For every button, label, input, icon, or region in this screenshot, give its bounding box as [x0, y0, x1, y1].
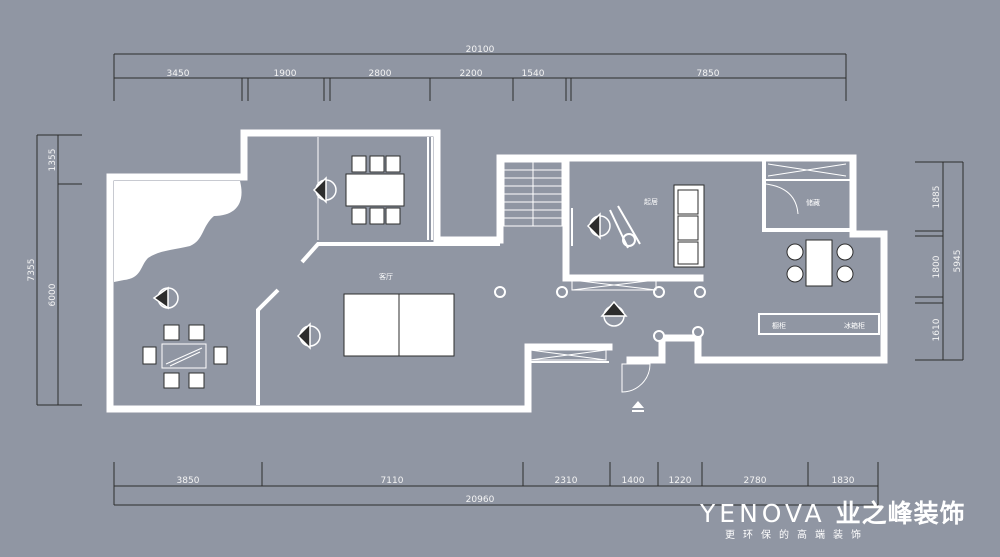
kitchen-dining-table: [786, 239, 854, 287]
top-dimension-2: 1900: [274, 69, 297, 79]
brand-slogan: 更环保的高端装饰: [725, 530, 869, 541]
bottom-dimension-4: 1400: [622, 476, 645, 486]
right-dimension-2: 1800: [932, 255, 942, 278]
kitchen-counter-label: 橱柜: [772, 321, 786, 330]
bottom-dimension-6: 2780: [744, 476, 767, 486]
garden-area: [114, 181, 242, 282]
tea-table-set: [142, 324, 228, 389]
sofa: [673, 184, 705, 268]
right-dimension-lines: [915, 161, 964, 361]
family-room-label: 起居: [644, 198, 658, 206]
view-marker-icons: [152, 176, 628, 350]
left-dimension-lines: [36, 134, 82, 406]
bottom-dimension-5: 1220: [669, 476, 692, 486]
staircase: [503, 161, 563, 227]
kitchen-appliance-label: 冰箱柜: [844, 321, 865, 330]
living-room-label: 客厅: [379, 272, 393, 281]
right-dimension-3: 1610: [932, 318, 942, 341]
right-dimension-1: 1885: [932, 186, 942, 209]
company-watermark: YENOVA 业之峰装饰 更环保的高端装饰: [700, 494, 1000, 544]
brand-latin: YENOVA: [700, 499, 826, 528]
top-dimension-5: 1540: [522, 69, 545, 79]
brand-logo: YENOVA 业之峰装饰: [700, 494, 966, 530]
bottom-dimension-1: 3850: [177, 476, 200, 486]
bottom-dimension-7: 1830: [832, 476, 855, 486]
left-dimension-2: 6000: [48, 283, 58, 306]
top-total-dimension: 20100: [466, 45, 495, 55]
storage-cabinet: [767, 163, 847, 177]
left-dimension-1: 1355: [48, 149, 58, 172]
living-table: [343, 293, 455, 357]
top-dimension-3: 2800: [369, 69, 392, 79]
interior-walls: [256, 137, 880, 405]
left-outer-dimension: 7355: [27, 259, 37, 282]
bottom-dimension-lines: [113, 462, 879, 506]
entrance-door-swing: [621, 363, 651, 393]
storage-door-swing: [765, 183, 799, 215]
tv-console: [571, 205, 641, 249]
pillars: [494, 286, 706, 342]
top-dimension-4: 2200: [460, 69, 483, 79]
top-dimension-1: 3450: [167, 69, 190, 79]
bottom-total-dimension: 20960: [466, 495, 495, 505]
bottom-dimension-2: 7110: [381, 476, 404, 486]
storage-room-label: 储藏: [806, 198, 820, 207]
entrance-arrow-icon: [632, 401, 644, 412]
bottom-dimension-3: 2310: [555, 476, 578, 486]
dining-room-label: 餐厅: [368, 179, 382, 188]
brand-chinese: 业之峰装饰: [835, 499, 966, 528]
top-dimension-lines: [113, 53, 847, 101]
right-outer-dimension: 5945: [953, 250, 963, 273]
dining-table-top: [345, 155, 405, 225]
top-dimension-6: 7850: [697, 69, 720, 79]
exterior-walls: [106, 129, 888, 413]
kitchen-cabinet: [529, 279, 657, 361]
